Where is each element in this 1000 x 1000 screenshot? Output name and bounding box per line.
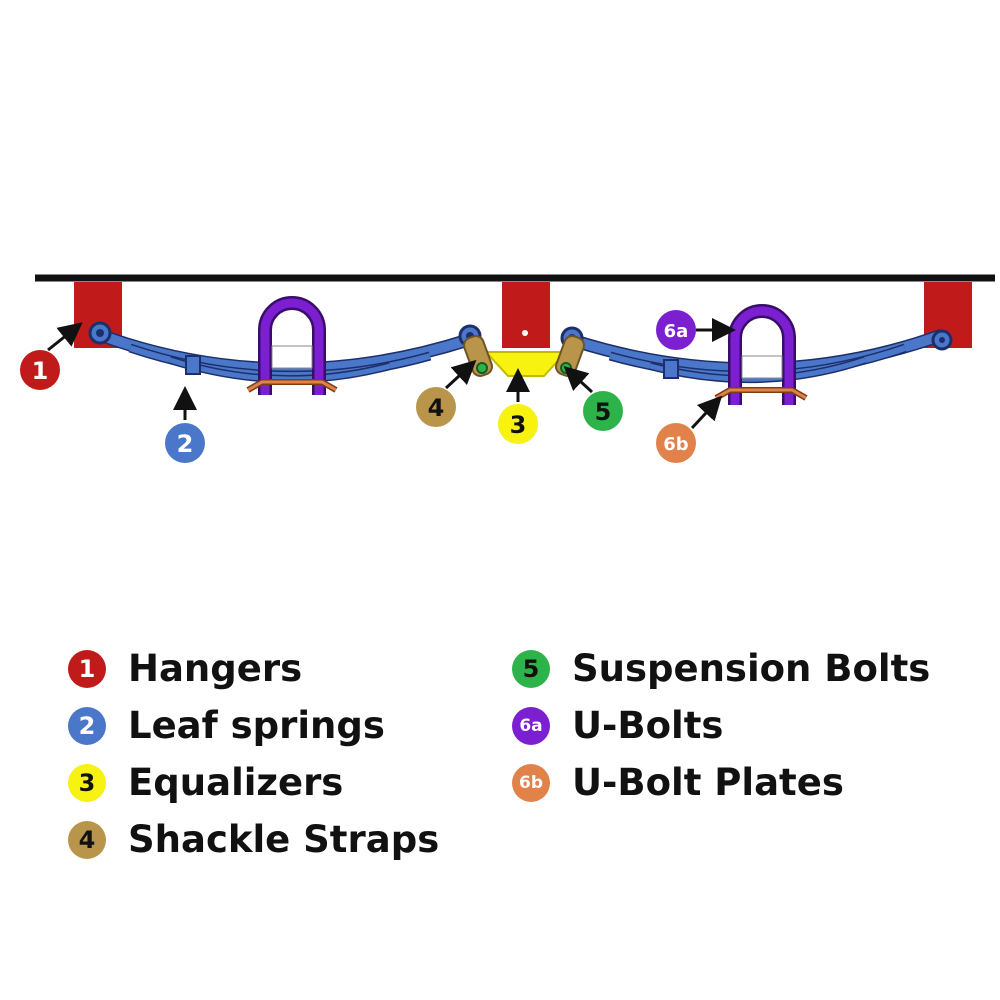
callout-arrow-6b bbox=[690, 395, 723, 430]
callout-badge-1: 1 bbox=[20, 350, 60, 390]
legend-item-shackle-straps: 4 Shackle Straps bbox=[68, 811, 439, 868]
legend-badge-3: 3 bbox=[68, 763, 106, 802]
callout-arrow-5 bbox=[563, 365, 594, 394]
legend-badge-6a: 6a bbox=[512, 706, 550, 745]
svg-text:5: 5 bbox=[595, 398, 612, 426]
callout-badge-6b: 6b bbox=[656, 423, 696, 463]
ubolt-plate-right bbox=[714, 387, 808, 401]
legend-item-hangers: 1 Hangers bbox=[68, 640, 439, 697]
callout-badge-2: 2 bbox=[165, 423, 205, 463]
svg-text:4: 4 bbox=[428, 394, 445, 422]
legend-label-equalizers: Equalizers bbox=[128, 761, 344, 804]
ubolt-plate-left bbox=[246, 379, 338, 393]
legend-label-suspension-bolts: Suspension Bolts bbox=[572, 647, 931, 690]
legend-item-u-bolts: 6a U-Bolts bbox=[512, 697, 930, 754]
svg-text:6a: 6a bbox=[664, 321, 689, 342]
hanger-center bbox=[502, 282, 550, 348]
legend-badge-1: 1 bbox=[68, 649, 106, 688]
callout-badge-3: 3 bbox=[498, 404, 538, 444]
legend-label-u-bolts: U-Bolts bbox=[572, 704, 724, 747]
callout-badge-6a: 6a bbox=[656, 310, 696, 350]
hanger-center-hole bbox=[522, 330, 528, 336]
suspension-diagram: 1 2 3 4 5 6a 6b bbox=[20, 274, 995, 463]
legend-badge-4: 4 bbox=[68, 820, 106, 859]
legend-right-column: 5 Suspension Bolts 6a U-Bolts 6b U-Bolt … bbox=[512, 640, 930, 811]
legend-item-leaf-springs: 2 Leaf springs bbox=[68, 697, 439, 754]
legend-item-suspension-bolts: 5 Suspension Bolts bbox=[512, 640, 930, 697]
callout-arrow-4 bbox=[444, 359, 477, 390]
shackle-strap-left bbox=[463, 335, 493, 377]
legend-label-u-bolt-plates: U-Bolt Plates bbox=[572, 761, 844, 804]
ubolt-left bbox=[258, 296, 326, 395]
callout-arrow-1 bbox=[47, 322, 83, 352]
callout-badge-5: 5 bbox=[583, 391, 623, 431]
svg-text:2: 2 bbox=[177, 430, 194, 458]
legend-badge-5: 5 bbox=[512, 649, 550, 688]
legend-label-hangers: Hangers bbox=[128, 647, 303, 690]
svg-text:3: 3 bbox=[510, 411, 527, 439]
legend-label-leaf-springs: Leaf springs bbox=[128, 704, 385, 747]
legend-left-column: 1 Hangers 2 Leaf springs 3 Equalizers 4 … bbox=[68, 640, 439, 868]
legend-label-shackle-straps: Shackle Straps bbox=[128, 818, 440, 861]
legend-badge-6b: 6b bbox=[512, 763, 550, 802]
svg-text:1: 1 bbox=[32, 357, 49, 385]
svg-text:6b: 6b bbox=[663, 434, 689, 455]
legend-item-equalizers: 3 Equalizers bbox=[68, 754, 439, 811]
legend-badge-2: 2 bbox=[68, 706, 106, 745]
legend-item-u-bolt-plates: 6b U-Bolt Plates bbox=[512, 754, 930, 811]
ubolt-right bbox=[728, 304, 796, 405]
callout-badge-4: 4 bbox=[416, 387, 456, 427]
equalizer bbox=[483, 351, 569, 377]
